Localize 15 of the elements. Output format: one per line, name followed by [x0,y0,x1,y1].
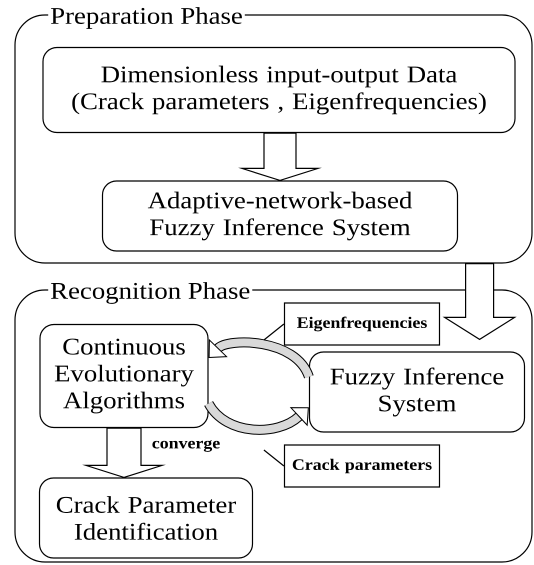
label-box: Eigenfrequencies [284,302,440,346]
process-box: Continuous Evolutionary Algorithms [39,324,209,428]
block-arrow [238,132,322,182]
edge-label: converge [150,439,222,453]
process-box: Dimensionless input-output Data (Crack parameters , Eigenfrequencies) [42,46,516,134]
process-box: Crack Parameter Identification [38,477,254,559]
leader-line [264,450,284,466]
block-arrow [82,428,166,478]
leader-line [264,324,284,340]
label-box: Crack parameters [284,444,440,488]
process-box: Adaptive-network-based Fuzzy Inference System [102,180,458,252]
curved-arrow [204,400,309,435]
process-box: Fuzzy Inference System [308,351,526,433]
block-arrow [442,263,517,340]
curved-arrow [208,337,314,379]
